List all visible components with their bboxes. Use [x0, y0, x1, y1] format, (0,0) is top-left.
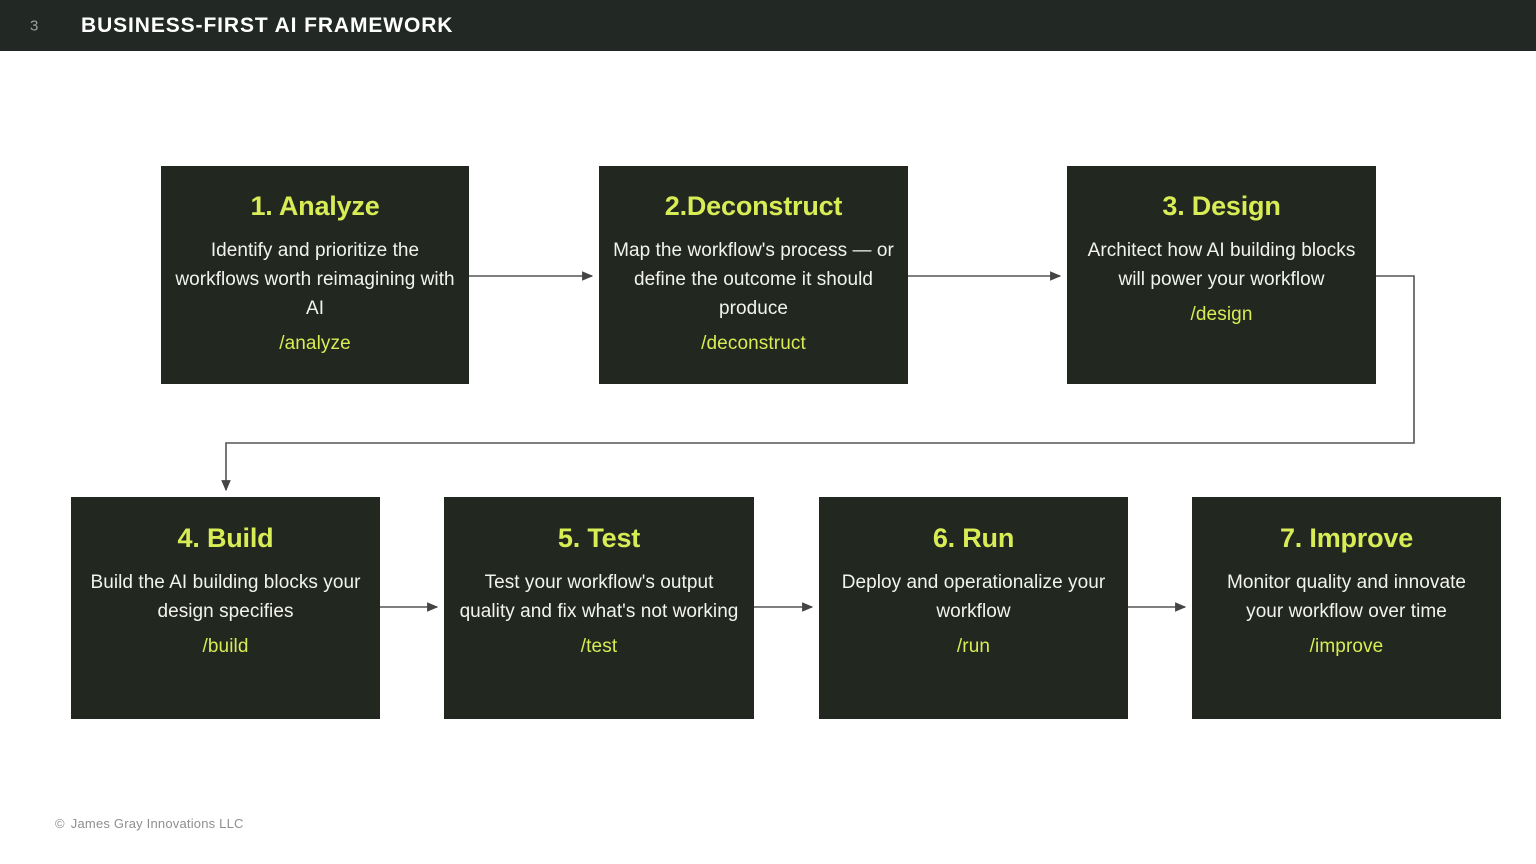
page-number: 3: [30, 17, 39, 34]
step-description: Identify and prioritize the workflows wo…: [175, 239, 455, 319]
step-slug: /run: [956, 635, 991, 657]
step-title: 6. Run: [932, 523, 1015, 553]
footer-text: James Gray Innovations LLC: [70, 816, 244, 831]
step-card-build[interactable]: 4. Build Build the AI building blocks yo…: [71, 497, 380, 719]
process-flow-diagram: 1. Analyze Identify and prioritize the w…: [0, 51, 1536, 864]
step-slug: /build: [202, 635, 249, 657]
page-title: BUSINESS-FIRST AI FRAMEWORK: [81, 13, 454, 37]
step-card-test[interactable]: 5. Test Test your workflow's output qual…: [444, 497, 754, 719]
step-slug: /deconstruct: [701, 332, 806, 354]
step-slug: /test: [580, 635, 618, 657]
step-card-run[interactable]: 6. Run Deploy and operationalize your wo…: [819, 497, 1128, 719]
step-title: 2.Deconstruct: [664, 191, 843, 221]
step-card-deconstruct[interactable]: 2.Deconstruct Map the workflow's process…: [599, 166, 908, 384]
step-slug: /design: [1190, 303, 1253, 325]
step-description: Build the AI building blocks your design…: [90, 571, 361, 622]
step-title: 4. Build: [177, 523, 274, 553]
step-description: Monitor quality and innovate your workfl…: [1226, 571, 1467, 622]
copyright-icon: ©: [55, 816, 65, 831]
step-card-analyze[interactable]: 1. Analyze Identify and prioritize the w…: [161, 166, 469, 384]
step-description: Test your workflow's output quality and …: [459, 571, 739, 622]
step-description: Deploy and operationalize your workflow: [841, 571, 1106, 622]
footer: © James Gray Innovations LLC: [55, 816, 244, 831]
step-title: 3. Design: [1162, 191, 1281, 221]
step-card-improve[interactable]: 7. Improve Monitor quality and innovate …: [1192, 497, 1501, 719]
step-description: Map the workflow's process — or define t…: [613, 239, 894, 319]
step-title: 7. Improve: [1279, 523, 1414, 553]
header-bar: 3 BUSINESS-FIRST AI FRAMEWORK: [0, 0, 1536, 51]
step-slug: /analyze: [279, 332, 351, 354]
step-card-design[interactable]: 3. Design Architect how AI building bloc…: [1067, 166, 1376, 384]
step-title: 1. Analyze: [250, 191, 380, 221]
step-slug: /improve: [1309, 635, 1384, 657]
step-description: Architect how AI building blocks will po…: [1087, 239, 1356, 290]
step-title: 5. Test: [557, 523, 641, 553]
